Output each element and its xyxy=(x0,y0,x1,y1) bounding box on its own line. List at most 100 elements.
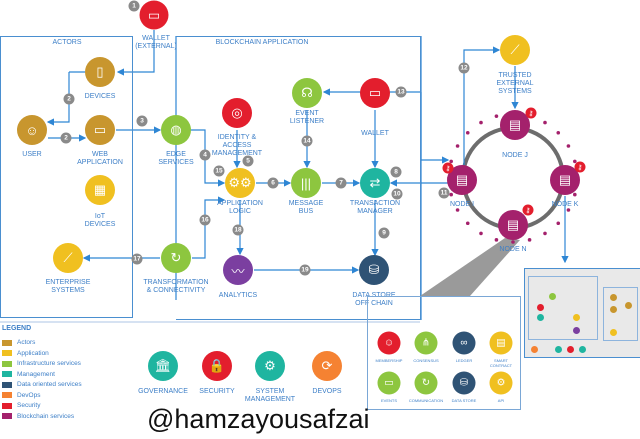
wallet-label: WALLET xyxy=(361,130,389,137)
legend-item: Application xyxy=(2,350,49,357)
event-listener-node[interactable]: ☊ xyxy=(292,78,322,108)
blockchain-app-title: BLOCKCHAIN APPLICATION xyxy=(215,39,309,46)
enterprise-systems-node[interactable]: ⟋ xyxy=(53,243,83,273)
components-panel xyxy=(367,296,521,410)
node-n[interactable]: ▤ xyxy=(498,210,528,240)
ring-dot xyxy=(543,120,547,125)
wallet-node[interactable]: ▭ xyxy=(360,78,390,108)
actors-section xyxy=(0,36,133,318)
data-store-label: DATA STORE OFF CHAIN xyxy=(352,292,396,307)
communication-icon: ↻ xyxy=(414,371,438,395)
consensus-icon: ⋔ xyxy=(414,331,438,355)
smart-contract-icon: ▤ xyxy=(489,331,513,355)
transformation-node[interactable]: ↻ xyxy=(161,243,191,273)
security-label: SECURITY xyxy=(199,388,235,395)
step-badge: 12 xyxy=(458,62,470,74)
step-badge: 19 xyxy=(299,264,311,276)
actors-title: ACTORS xyxy=(52,39,82,46)
devices-node[interactable]: ▯ xyxy=(85,57,115,87)
event-listener-label: EVENT LISTENER xyxy=(289,110,325,125)
trusted-external-label: TRUSTED EXTERNAL SYSTEMS xyxy=(496,72,534,95)
devops-label: DEVOPS xyxy=(312,388,342,395)
legend-item: Management xyxy=(2,371,55,378)
step-badge: 15 xyxy=(213,165,225,177)
architecture-thumbnail xyxy=(524,268,640,358)
identity-node[interactable]: ◎ xyxy=(222,98,252,128)
enterprise-systems-label: ENTERPRISE SYSTEMS xyxy=(45,279,91,294)
ring-dot xyxy=(465,221,470,226)
edge-services-node[interactable]: ◍ xyxy=(161,115,191,145)
legend-swatch xyxy=(2,402,12,409)
edge-services-label: EDGE SERVICES xyxy=(158,151,194,166)
application-logic-label: APPLICATION LOGIC xyxy=(217,200,263,215)
step-badge: 10 xyxy=(391,188,403,200)
step-badge: 7 xyxy=(335,177,347,189)
step-badge: 17 xyxy=(131,253,143,265)
legend-label: DevOps xyxy=(17,391,41,399)
ring-dot xyxy=(449,192,453,197)
web-application-label: WEB APPLICATION xyxy=(77,151,123,166)
legend-label: Application xyxy=(17,349,49,357)
key-icon: ⚷ xyxy=(525,107,537,119)
legend-title: LEGEND xyxy=(2,325,32,332)
api-label: API xyxy=(497,398,505,403)
step-badge: 9 xyxy=(378,227,390,239)
consensus-label: CONSENSUS xyxy=(413,358,439,363)
ring-dot xyxy=(566,144,571,148)
key-icon: ⚷ xyxy=(442,162,454,174)
step-badge: 5 xyxy=(242,155,254,167)
legend-swatch xyxy=(2,350,12,356)
node-k-label: NODE K xyxy=(551,201,579,208)
wallet-external-node[interactable]: ▭ xyxy=(139,0,169,30)
watermark: @hamzayousafzai xyxy=(147,404,370,434)
legend-swatch xyxy=(2,381,12,388)
legend-swatch xyxy=(2,360,12,367)
analytics-node[interactable]: 〰 xyxy=(223,255,253,285)
membership-icon: ☺ xyxy=(377,331,401,355)
web-application-node[interactable]: ▭ xyxy=(85,115,115,145)
ledger-label: LEDGER xyxy=(455,358,473,363)
ring-dot xyxy=(455,208,460,212)
devices-label: DEVICES xyxy=(84,93,116,100)
ring-dot xyxy=(449,159,453,164)
legend-item: Data oriented services xyxy=(2,381,82,388)
ring-dot xyxy=(566,208,571,212)
legend-label: Management xyxy=(17,370,55,378)
step-badge: 1 xyxy=(128,0,140,12)
node-i[interactable]: ▤ xyxy=(447,165,477,195)
node-j-label: NODE J xyxy=(502,152,528,159)
node-j[interactable]: ▤ xyxy=(500,110,530,140)
iot-devices-label: IoT DEVICES xyxy=(84,213,116,228)
step-badge: 2 xyxy=(63,93,75,105)
data-store-node[interactable]: ⛁ xyxy=(359,255,389,285)
governance-icon: 🏛 xyxy=(148,351,178,381)
step-badge: 6 xyxy=(267,177,279,189)
legend-item: Infrastructure services xyxy=(2,360,81,367)
trusted-external-node[interactable]: ⟋ xyxy=(500,35,530,65)
identity-label: IDENTITY & ACCESS MANAGEMENT xyxy=(211,134,263,157)
legend-label: Security xyxy=(17,402,41,409)
application-logic-node[interactable]: ⚙⚙ xyxy=(225,168,255,198)
ring-dot xyxy=(527,238,532,242)
blockchain-app-section xyxy=(176,36,421,320)
ring-dot xyxy=(556,221,561,226)
smart-contract-label: SMART CONTRACT xyxy=(489,358,513,368)
step-badge: 8 xyxy=(390,166,402,178)
ring-dot xyxy=(543,231,547,236)
events-icon: ▭ xyxy=(377,371,401,395)
system-management-icon: ⚙ xyxy=(255,351,285,381)
legend-label: Blockchain services xyxy=(17,412,75,420)
step-badge: 16 xyxy=(199,214,211,226)
legend-swatch xyxy=(2,339,12,346)
key-icon: ⚷ xyxy=(522,204,534,216)
transaction-manager-label: TRANSACTION MANAGER xyxy=(349,200,401,215)
message-bus-node[interactable]: ||| xyxy=(291,168,321,198)
events-label: EVENTS xyxy=(380,398,398,403)
legend-item: Blockchain services xyxy=(2,413,74,420)
transformation-label: TRANSFORMATION & CONNECTIVITY xyxy=(143,279,209,294)
transaction-manager-node[interactable]: ⇄ xyxy=(360,168,390,198)
user-node[interactable]: ☺ xyxy=(17,115,47,145)
iot-devices-node[interactable]: ▦ xyxy=(85,175,115,205)
legend-swatch xyxy=(2,413,12,419)
membership-label: MEMBERSHIP xyxy=(375,358,403,363)
